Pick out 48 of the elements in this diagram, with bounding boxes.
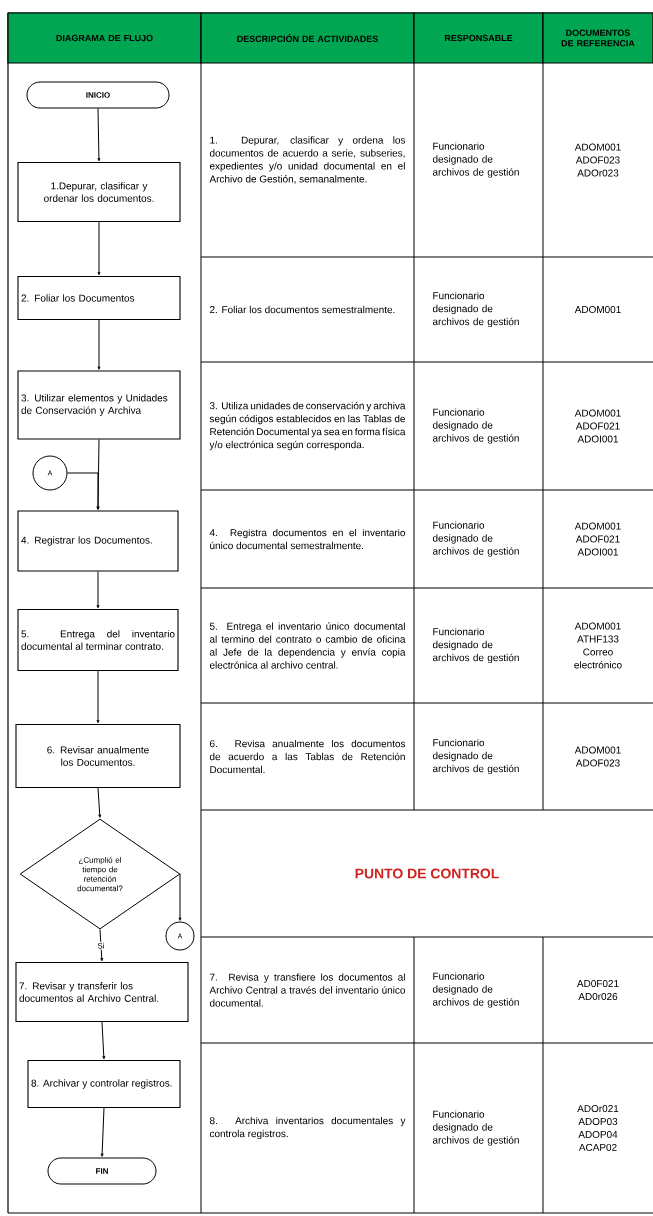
process-box: 8. Archivar y controlar registros. <box>27 1059 181 1109</box>
description-text: 2. Foliar los documentos semestralmente. <box>210 305 395 314</box>
arrow <box>101 1021 106 1060</box>
responsible-text: Funcionario designado de archivos de gestión <box>432 291 519 328</box>
description-text: 5. Entrega el inventario único documental al termino del contrato o cambio de oficina al Jefe de la dependencia y envía copia electrónica al archivo central. <box>209 622 406 669</box>
arrow <box>97 787 102 818</box>
arrow <box>97 221 101 276</box>
process-box: 7. Revisar y transferir los documentos al Archivo Central. <box>15 961 189 1023</box>
document-codes: ADOM001 <box>574 306 621 314</box>
description-text: 3. Utiliza unidades de conservación y archiva según códigos establecidos en las Tablas de Retención Documental ya sea en forma física y/o electrónica según corresponda. <box>209 401 406 451</box>
description-text: 7. Revisa y transfiere los documentos al Archivo Central a través del inventario único documental. <box>209 973 406 1007</box>
control-point-label: PUNTO DE CONTROL <box>355 868 499 879</box>
document-codes: ADOM001 ADOF021 ADOI001 <box>574 409 621 443</box>
responsible-text: Funcionario designado de archivos de gestión <box>432 142 519 178</box>
process-box: 6. Revisar anualmente los Documentos. <box>15 723 181 789</box>
header-cell: DIAGRAMA DE FLUJO <box>7 12 202 64</box>
arrow <box>100 1107 105 1157</box>
document-codes: ADOM001 ADOF023 ADOr023 <box>574 143 621 177</box>
arrow <box>96 571 100 609</box>
header-cell: RESPONSABLE <box>413 12 544 64</box>
description-text: 6. Revisa anualmente los documentos de acuerdo a las Tablas de Retención Documental. <box>209 739 406 774</box>
process-box: 3. Utilizar elementos y Unidades de Conservación y Archiva <box>17 370 181 440</box>
header-cell: DOCUMENTOS DE REFERENCIA <box>542 12 653 64</box>
header-cell: DESCRIPCIÓN DE ACTIVIDADES <box>200 12 415 64</box>
document-codes: ADOM001 ADOF021 ADOI001 <box>574 522 621 556</box>
arrow <box>97 108 101 162</box>
arrow <box>96 670 100 724</box>
responsible-text: Funcionario designado de archivos de gestión <box>432 408 519 444</box>
responsible-text: Funcionario designado de archivos de gestión <box>432 627 519 664</box>
process-box: 1.Depurar, clasificar y ordenar los documentos. <box>17 161 181 223</box>
responsible-text: Funcionario designado de archivos de gestión <box>432 738 519 775</box>
process-box: 4. Registrar los Documentos. <box>17 510 179 572</box>
document-codes: ADOM001 ADOF023 <box>574 746 621 767</box>
arrow <box>97 319 101 370</box>
document-codes: AD0F021 AD0r026 <box>576 980 619 1000</box>
responsible-text: Funcionario designado de archivos de gestión <box>432 521 519 557</box>
description-text: 1. Depurar, clasificar y ordena los documentos de acuerdo a serie, subseries, expedientes y/o unidad documental en el Archivo de Gestión, semanalmente. <box>209 136 406 184</box>
document-codes: ADOr021 ADOP03 ADOP04 ACAP02 <box>577 1105 619 1151</box>
arrow <box>178 873 182 921</box>
document-codes: ADOM001 ATHF133 Correo electrónico <box>574 622 622 669</box>
responsible-text: Funcionario designado de archivos de gestión <box>432 1110 519 1146</box>
arrow <box>99 929 104 962</box>
process-box: 2. Foliar los Documentos <box>17 275 181 321</box>
process-box: 5. Entrega del inventario documental al terminar contrato. <box>17 608 179 672</box>
arrow <box>67 472 100 510</box>
responsible-text: Funcionario designado de archivos de gestión <box>432 972 519 1008</box>
description-text: 4. Registra documentos en el inventario único documental semestralmente. <box>209 528 406 550</box>
description-text: 8. Archiva inventarios documentales y controla registros. <box>209 1116 406 1140</box>
